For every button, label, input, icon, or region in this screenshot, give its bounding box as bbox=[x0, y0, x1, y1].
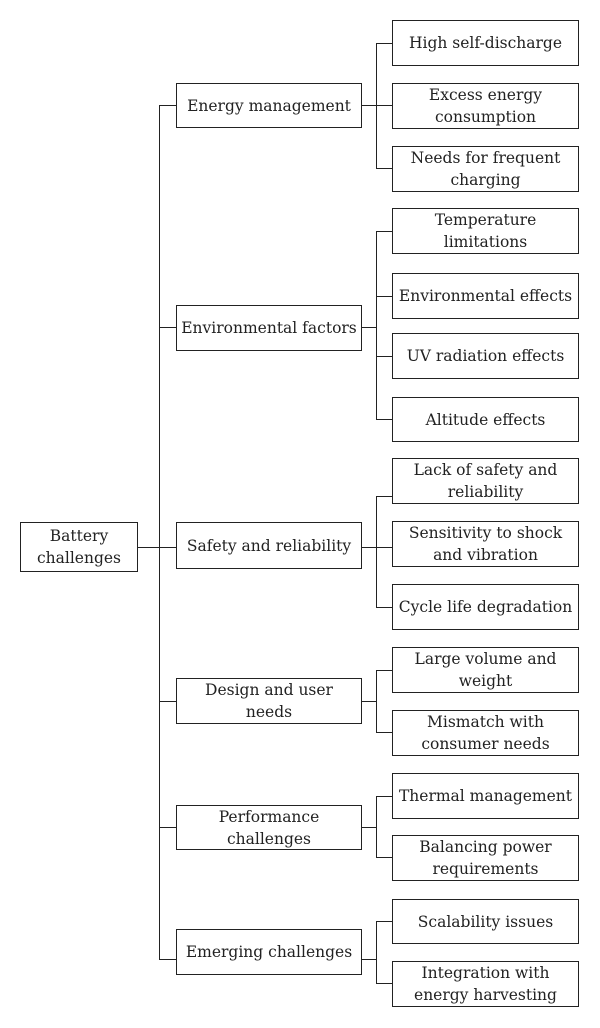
category-label: Energy management bbox=[187, 96, 351, 115]
leaf-node: Mismatch with consumer needs bbox=[392, 710, 579, 756]
category-label: Safety and reliability bbox=[186, 536, 352, 555]
category-label: Design and user needs bbox=[205, 681, 333, 721]
branch-0-item-1-connector bbox=[376, 105, 392, 107]
branch-3-spine bbox=[376, 670, 378, 733]
leaf-node: Integration with energy harvesting bbox=[392, 961, 579, 1007]
root-connector bbox=[138, 547, 160, 549]
leaf-node: Needs for frequent charging bbox=[392, 146, 579, 192]
branch-0-stub bbox=[362, 105, 377, 107]
branch-5-spine bbox=[376, 921, 378, 984]
leaf-label: High self-discharge bbox=[408, 34, 563, 52]
branch-0-item-2-connector bbox=[376, 168, 392, 170]
leaf-node: Excess energy consumption bbox=[392, 83, 579, 129]
category-node-safety-and-reliability: Safety and reliability bbox=[176, 522, 362, 569]
category-label: Performance challenges bbox=[218, 807, 320, 848]
leaf-label: Mismatch with consumer needs bbox=[421, 713, 550, 753]
branch-3-stub bbox=[362, 701, 377, 703]
category-0-connector bbox=[159, 105, 176, 107]
leaf-label: Thermal management bbox=[398, 787, 573, 805]
category-5-connector bbox=[159, 959, 176, 961]
category-4-connector bbox=[159, 827, 176, 829]
branch-1-spine bbox=[376, 231, 378, 420]
leaf-label: Balancing power requirements bbox=[419, 838, 552, 878]
leaf-node: Scalability issues bbox=[392, 899, 579, 944]
leaf-label: Integration with energy harvesting bbox=[414, 964, 557, 1004]
category-label: Emerging challenges bbox=[185, 943, 353, 961]
branch-2-item-2-connector bbox=[376, 607, 392, 609]
branch-4-stub bbox=[362, 827, 377, 829]
leaf-label: Needs for frequent charging bbox=[410, 149, 561, 189]
branch-1-item-3-connector bbox=[376, 419, 392, 421]
branch-1-item-0-connector bbox=[376, 231, 392, 233]
category-3-connector bbox=[159, 701, 176, 703]
root-label: Battery challenges bbox=[36, 527, 122, 567]
leaf-node: Thermal management bbox=[392, 773, 579, 819]
branch-2-item-1-connector bbox=[376, 547, 392, 549]
branch-2-stub bbox=[362, 547, 377, 549]
leaf-label: Large volume and weight bbox=[414, 650, 557, 690]
leaf-node: Sensitivity to shock and vibration bbox=[392, 521, 579, 567]
leaf-label: UV radiation effects bbox=[406, 347, 565, 365]
leaf-label: Altitude effects bbox=[425, 410, 546, 429]
trunk-line bbox=[159, 105, 161, 959]
leaf-node: High self-discharge bbox=[392, 20, 579, 66]
branch-1-item-2-connector bbox=[376, 356, 392, 358]
branch-1-item-1-connector bbox=[376, 296, 392, 298]
leaf-label: Excess energy consumption bbox=[428, 86, 543, 126]
category-node-environmental-factors: Environmental factors bbox=[176, 305, 362, 351]
branch-4-item-0-connector bbox=[376, 796, 392, 798]
branch-4-spine bbox=[376, 796, 378, 858]
leaf-label: Temperature limitations bbox=[434, 211, 537, 251]
category-2-connector bbox=[159, 547, 176, 549]
leaf-label: Sensitivity to shock and vibration bbox=[408, 524, 563, 564]
leaf-node: Environmental effects bbox=[392, 273, 579, 319]
branch-5-item-1-connector bbox=[376, 983, 392, 985]
branch-3-item-1-connector bbox=[376, 732, 392, 734]
leaf-node: Cycle life degradation bbox=[392, 584, 579, 630]
branch-2-spine bbox=[376, 496, 378, 608]
branch-4-item-1-connector bbox=[376, 857, 392, 859]
branch-1-stub bbox=[362, 327, 377, 329]
branch-3-item-0-connector bbox=[376, 670, 392, 672]
branch-2-item-0-connector bbox=[376, 496, 392, 498]
leaf-label: Scalability issues bbox=[417, 912, 554, 931]
category-node-design-and-user-needs: Design and user needs bbox=[176, 678, 362, 724]
leaf-node: Lack of safety and reliability bbox=[392, 458, 579, 504]
leaf-label: Lack of safety and reliability bbox=[413, 461, 558, 501]
leaf-node: Altitude effects bbox=[392, 397, 579, 442]
leaf-node: UV radiation effects bbox=[392, 333, 579, 379]
category-label: Environmental factors bbox=[181, 319, 357, 337]
category-node-energy-management: Energy management bbox=[176, 83, 362, 128]
leaf-label: Cycle life degradation bbox=[398, 598, 573, 616]
root-node: Battery challenges bbox=[20, 522, 138, 572]
leaf-label: Environmental effects bbox=[398, 287, 573, 305]
category-node-performance-challenges: Performance challenges bbox=[176, 805, 362, 850]
branch-0-item-0-connector bbox=[376, 43, 392, 45]
category-1-connector bbox=[159, 327, 176, 329]
category-node-emerging-challenges: Emerging challenges bbox=[176, 929, 362, 975]
leaf-node: Balancing power requirements bbox=[392, 835, 579, 881]
branch-5-item-0-connector bbox=[376, 921, 392, 923]
leaf-node: Temperature limitations bbox=[392, 208, 579, 254]
branch-5-stub bbox=[362, 959, 377, 961]
leaf-node: Large volume and weight bbox=[392, 647, 579, 693]
